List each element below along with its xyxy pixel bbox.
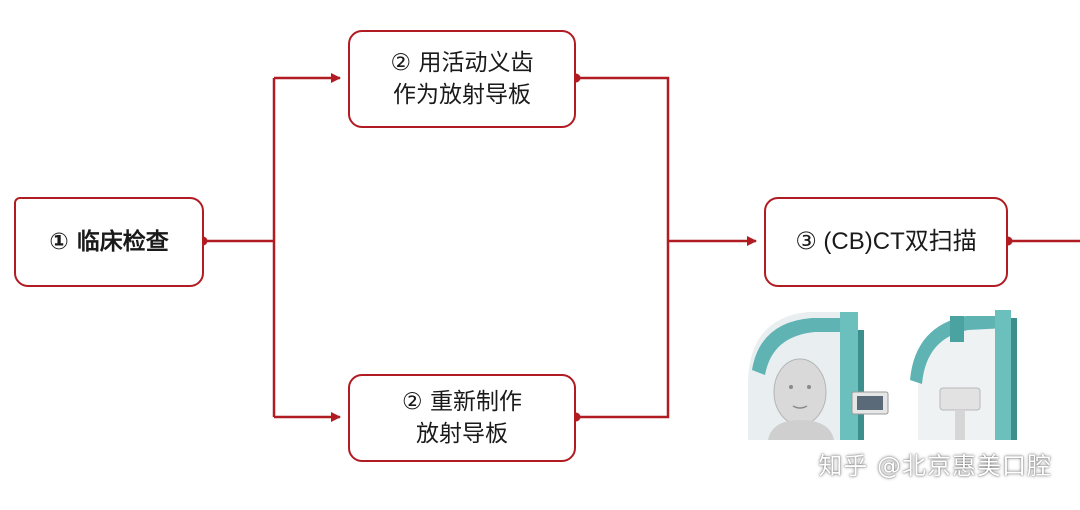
watermark: 知乎 @北京惠美口腔 (818, 452, 1052, 480)
node-label: 放射导板 (416, 421, 508, 447)
cbct-scanner-right-icon (910, 310, 1017, 440)
node-removable-denture-guide: ② 用活动义齿 作为放射导板 (348, 30, 576, 128)
node-label: ③ (CB)CT双扫描 (795, 228, 977, 255)
node-cbct-double-scan: ③ (CB)CT双扫描 (764, 197, 1008, 287)
node-label: ② 重新制作 (402, 389, 522, 415)
node-label: ① 临床检查 (49, 229, 169, 255)
cbct-scanner-left-icon (748, 312, 889, 440)
node-remake-radiographic-guide: ② 重新制作 放射导板 (348, 374, 576, 462)
node-clinical-exam: ① 临床检查 (14, 197, 204, 287)
node-label: 作为放射导板 (393, 82, 531, 108)
connector-denture-out (576, 76, 670, 241)
connector-remake-out (576, 241, 670, 419)
node-label: ② 用活动义齿 (390, 50, 534, 76)
